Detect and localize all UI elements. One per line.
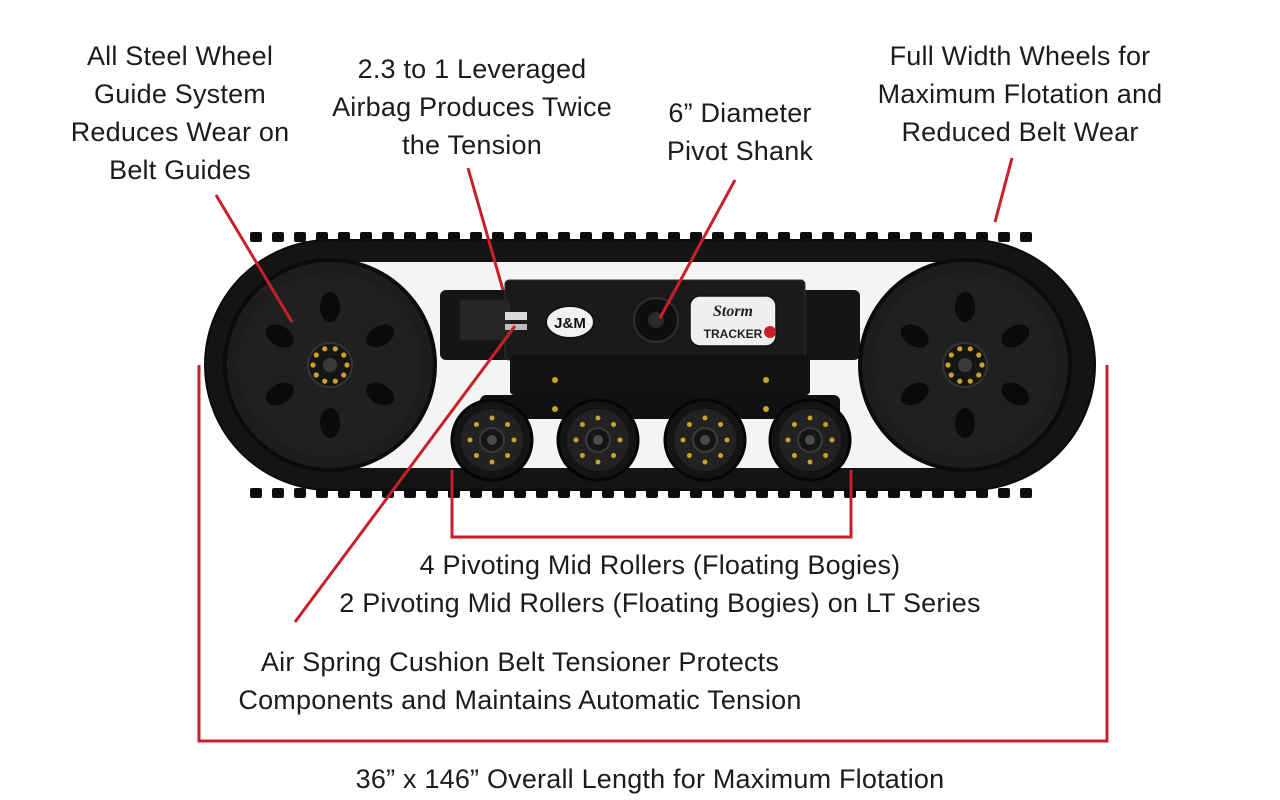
mid-roller-3 (663, 398, 747, 482)
callout-line: Reduced Belt Wear (901, 117, 1139, 147)
callout-line: Components and Maintains Automatic Tensi… (238, 685, 802, 715)
callout-line: Air Spring Cushion Belt Tensioner Protec… (260, 647, 780, 677)
maker-badge-text: J&M (554, 315, 586, 332)
callout-full-width: Full Width Wheels for Maximum Flotation … (860, 37, 1180, 151)
callout-line: Airbag Produces Twice (332, 92, 612, 122)
jm-logo-icon: J&M (545, 305, 595, 339)
callout-pivot-shank: 6” Diameter Pivot Shank (650, 94, 830, 170)
callout-line: 2 Pivoting Mid Rollers (Floating Bogies)… (339, 588, 981, 618)
callout-wheel-guide: All Steel Wheel Guide System Reduces Wea… (60, 37, 300, 189)
brand-badge-top: Storm (713, 303, 753, 320)
callout-line: Full Width Wheels for (889, 41, 1151, 71)
right-idler-wheel (858, 258, 1072, 472)
callout-air-spring: Air Spring Cushion Belt Tensioner Protec… (210, 643, 830, 719)
callout-airbag: 2.3 to 1 Leveraged Airbag Produces Twice… (322, 50, 622, 164)
pivot-shank (633, 297, 679, 343)
callout-line: 6” Diameter (668, 98, 812, 128)
callout-line: 2.3 to 1 Leveraged (357, 54, 587, 84)
storm-tracker-logo-icon: Storm TRACKER (689, 295, 777, 347)
callout-line: Maximum Flotation and (877, 79, 1163, 109)
callout-line: All Steel Wheel (86, 41, 274, 71)
callout-line: the Tension (402, 130, 542, 160)
brand-badge-bottom: TRACKER (704, 327, 763, 341)
mid-roller-2 (556, 398, 640, 482)
mid-roller-1 (450, 398, 534, 482)
callout-line: 36” x 146” Overall Length for Maximum Fl… (355, 764, 945, 794)
leader-lines (197, 157, 1109, 743)
callout-line: Guide System (94, 79, 266, 109)
callout-line: Pivot Shank (666, 136, 814, 166)
left-drive-wheel (223, 258, 437, 472)
callout-mid-rollers: 4 Pivoting Mid Rollers (Floating Bogies)… (290, 546, 1030, 622)
callout-line: Belt Guides (109, 155, 251, 185)
callout-line: Reduces Wear on (70, 117, 290, 147)
mid-roller-4 (768, 398, 852, 482)
callout-line: 4 Pivoting Mid Rollers (Floating Bogies) (419, 550, 901, 580)
callout-overall-length: 36” x 146” Overall Length for Maximum Fl… (300, 760, 1000, 798)
